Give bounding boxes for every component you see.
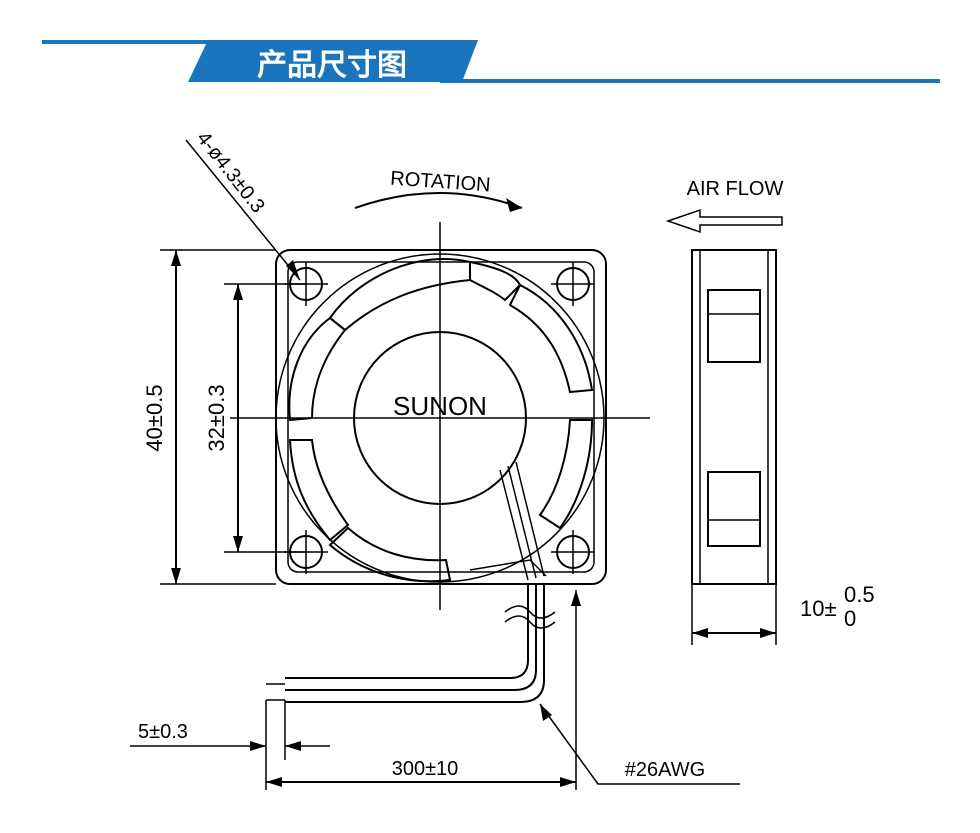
- hole-spec-label: 4-ø4.3±0.3: [192, 128, 269, 218]
- lead-wire-bundle: [285, 585, 545, 703]
- fan-frame-inner: [287, 261, 595, 573]
- dim-32-arrow-top: [233, 284, 243, 300]
- strip-length-label: 5±0.3: [138, 721, 188, 743]
- dim-10-arrow-right: [760, 628, 776, 638]
- air-flow-label: AIR FLOW: [687, 178, 784, 200]
- side-view-window-top: [707, 289, 761, 363]
- awg-leader-arrowhead: [540, 704, 552, 721]
- fan-blades: [288, 258, 594, 583]
- rotation-arrowhead: [506, 198, 522, 212]
- side-view-body: [691, 249, 777, 585]
- dim-300-ext-arrow: [571, 590, 581, 606]
- fan-blade: [288, 439, 350, 542]
- mounting-hole-bottom-right: [551, 530, 595, 574]
- rotation-label: ROTATION: [390, 168, 492, 197]
- hole-spec-arrowhead: [286, 260, 300, 280]
- hole-spec-leader: [185, 139, 301, 281]
- dim-10-arrow-left: [692, 628, 708, 638]
- dim-5-arrow-left: [250, 741, 266, 751]
- lead-wires-exit: [469, 461, 547, 581]
- depth-upper-tolerance: 0.5: [844, 582, 875, 607]
- wire-gauge-label: #26AWG: [625, 759, 705, 781]
- dim-40-arrow-top: [171, 250, 181, 266]
- depth-main-label: 10±: [800, 596, 837, 621]
- fan-blade: [328, 526, 452, 583]
- header-title-tab: [188, 40, 478, 82]
- fan-blade: [508, 283, 594, 394]
- page-title: 产品尺寸图: [257, 48, 407, 83]
- lead-length-label: 300±10: [392, 758, 459, 780]
- section-header: 产品尺寸图: [42, 40, 940, 83]
- fan-blade: [538, 419, 594, 530]
- rotation-arrow: [354, 192, 523, 209]
- dim-300-arrow-right: [560, 777, 576, 787]
- fan-blade: [328, 258, 471, 332]
- dim-40-arrow-bottom: [171, 568, 181, 584]
- air-flow-arrow: [665, 208, 783, 234]
- side-view-window-bottom: [707, 471, 761, 547]
- dim-300-arrow-left: [266, 777, 282, 787]
- mounting-hole-top-right: [551, 262, 595, 306]
- header-left-rule: [42, 40, 222, 44]
- dim-5-arrow-right: [285, 741, 301, 751]
- height-inner-label: 32±0.3: [204, 384, 229, 451]
- fan-blade: [469, 260, 522, 302]
- dim-32-arrow-bottom: [233, 536, 243, 552]
- fan-blade: [288, 316, 347, 422]
- lead-wire-break: [504, 605, 556, 629]
- header-right-rule: [440, 79, 940, 83]
- awg-leader: [539, 703, 740, 785]
- height-outer-label: 40±0.5: [142, 384, 167, 451]
- wire-stripped-ends: [266, 683, 285, 701]
- depth-lower-tolerance: 0: [844, 606, 856, 631]
